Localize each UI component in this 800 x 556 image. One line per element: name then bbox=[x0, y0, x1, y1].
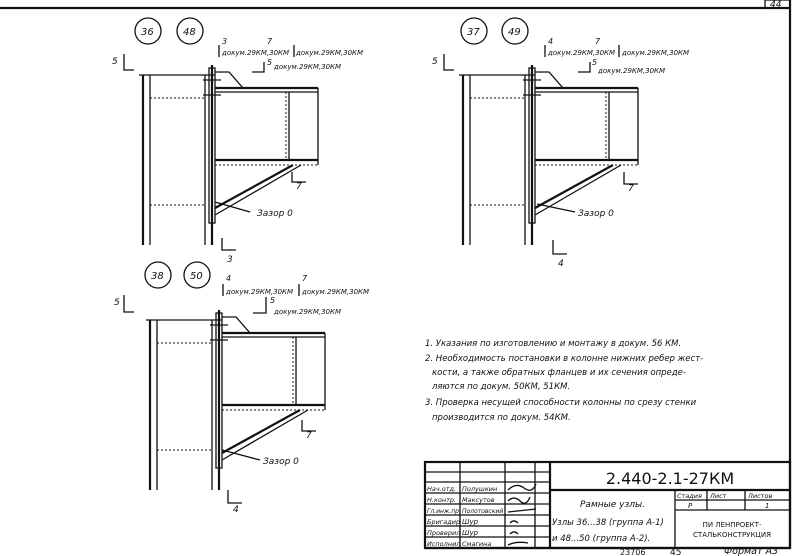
signature-name: Смагина bbox=[462, 540, 491, 548]
stage-value: Р bbox=[688, 502, 693, 510]
callout-number: 4 bbox=[226, 274, 231, 283]
callout-number: 5 bbox=[592, 58, 597, 67]
callout-reference: докум.29КМ,30КМ bbox=[225, 288, 293, 296]
detail-node-38-50: 38 50 5 4 докум.29КМ,30КМ 7 докум.29КМ,3… bbox=[114, 261, 369, 515]
detail-node-37-49: 37 49 5 4 докум.29КМ,30КМ 7 докум.29КМ,3… bbox=[432, 17, 689, 269]
sheet-header: Лист bbox=[709, 492, 727, 500]
drawing-title: Рамные узлы. bbox=[580, 500, 645, 510]
callout-reference: докум.29КМ,30КМ bbox=[301, 288, 369, 296]
node-marker bbox=[134, 17, 162, 45]
signature-name: Полушкин bbox=[462, 485, 497, 493]
stage-header: Стадия bbox=[677, 492, 702, 500]
callout-reference: докум.29КМ,30КМ bbox=[621, 49, 689, 57]
section-mark: 5 bbox=[112, 57, 118, 67]
signature-role: Проверил bbox=[427, 529, 460, 537]
signature-name: Максутов bbox=[462, 496, 495, 504]
inventory-number: 23706 bbox=[620, 548, 645, 556]
node-number: 37 bbox=[467, 27, 480, 38]
section-mark: 7 bbox=[296, 182, 302, 192]
callout-reference: докум.29КМ,30КМ bbox=[597, 67, 665, 75]
callout-reference: докум.29КМ,30КМ bbox=[547, 49, 615, 57]
signature-name: Полотовский bbox=[462, 508, 503, 515]
gap-label: Зазор 0 bbox=[257, 209, 293, 219]
section-mark: 5 bbox=[432, 57, 438, 67]
general-notes: 1. Указания по изготовлению и монтажу в … bbox=[425, 339, 703, 423]
callout-number: 5 bbox=[270, 296, 275, 305]
organization-name: СТАЛЬКОНСТРУКЦИЯ bbox=[693, 531, 771, 539]
drawing-subtitle: и 48...50 (группа А-2). bbox=[552, 534, 650, 544]
signature-role: Бригадир bbox=[427, 518, 460, 526]
detail-node-36-48: 36 48 5 3 докум.29КМ,30КМ 7 докум.29КМ,3… bbox=[112, 17, 363, 265]
title-block: Нач.отд. Полушкин Н.контр. Максутов Гл.и… bbox=[423, 460, 792, 550]
node-number: 38 bbox=[151, 271, 164, 282]
signature-role: Гл.инж.пр. bbox=[427, 508, 461, 515]
node-number: 36 bbox=[141, 27, 154, 38]
sheets-value: 1 bbox=[765, 502, 769, 510]
section-mark: 7 bbox=[628, 184, 634, 194]
format-label: Формат А3 bbox=[724, 546, 778, 556]
sheet-number-box bbox=[764, 0, 791, 9]
sheet-number: 44 bbox=[770, 0, 782, 10]
node-number: 50 bbox=[190, 271, 203, 282]
section-mark: 4 bbox=[233, 505, 239, 515]
signature-name: Шур bbox=[462, 518, 479, 526]
drawing-subtitle: Узлы 36...38 (группа А-1) bbox=[552, 518, 664, 528]
note-line: кости, а также обратных фланцев и их сеч… bbox=[432, 368, 686, 378]
sheets-header: Листов bbox=[747, 492, 772, 500]
callout-number: 7 bbox=[595, 37, 601, 46]
callout-reference: докум.29КМ,30КМ bbox=[295, 49, 363, 57]
callout-number: 3 bbox=[222, 37, 227, 46]
document-code: 2.440-2.1-27КМ bbox=[606, 469, 734, 488]
signature-role: Нач.отд. bbox=[427, 485, 456, 493]
signature-role: Н.контр. bbox=[427, 496, 456, 504]
note-line: производится по докум. 54КМ. bbox=[432, 413, 571, 423]
callout-reference: докум.29КМ,30КМ bbox=[221, 49, 289, 57]
callout-number: 4 bbox=[548, 37, 553, 46]
section-mark: 3 bbox=[227, 255, 233, 265]
callout-number: 7 bbox=[302, 274, 308, 283]
section-mark: 5 bbox=[114, 298, 120, 308]
node-number: 49 bbox=[508, 27, 521, 38]
callout-number: 5 bbox=[267, 58, 272, 67]
callout-reference: докум.29КМ,30КМ bbox=[273, 63, 341, 71]
signatures bbox=[507, 483, 537, 546]
gap-label: Зазор 0 bbox=[578, 209, 614, 219]
section-mark: 4 bbox=[558, 259, 564, 269]
callout-number: 7 bbox=[267, 37, 273, 46]
note-line: ляются по докум. 50КМ, 51КМ. bbox=[431, 382, 570, 392]
gap-label: Зазор 0 bbox=[263, 457, 299, 467]
node-marker bbox=[176, 17, 204, 45]
signature-role: Исполнил bbox=[427, 540, 460, 548]
note-line: 1. Указания по изготовлению и монтажу в … bbox=[425, 339, 681, 349]
organization-name: ПИ ЛЕНПРОЕКТ- bbox=[703, 521, 762, 529]
note-line: 2. Необходимость постановки в колонне ни… bbox=[425, 354, 703, 364]
callout-reference: докум.29КМ,30КМ bbox=[273, 308, 341, 316]
note-line: 3. Проверка несущей способности колонны … bbox=[425, 398, 697, 408]
signature-name: Шур bbox=[462, 529, 479, 537]
section-mark: 7 bbox=[306, 431, 312, 441]
page-index: 45 bbox=[670, 548, 681, 556]
node-number: 48 bbox=[183, 27, 196, 38]
